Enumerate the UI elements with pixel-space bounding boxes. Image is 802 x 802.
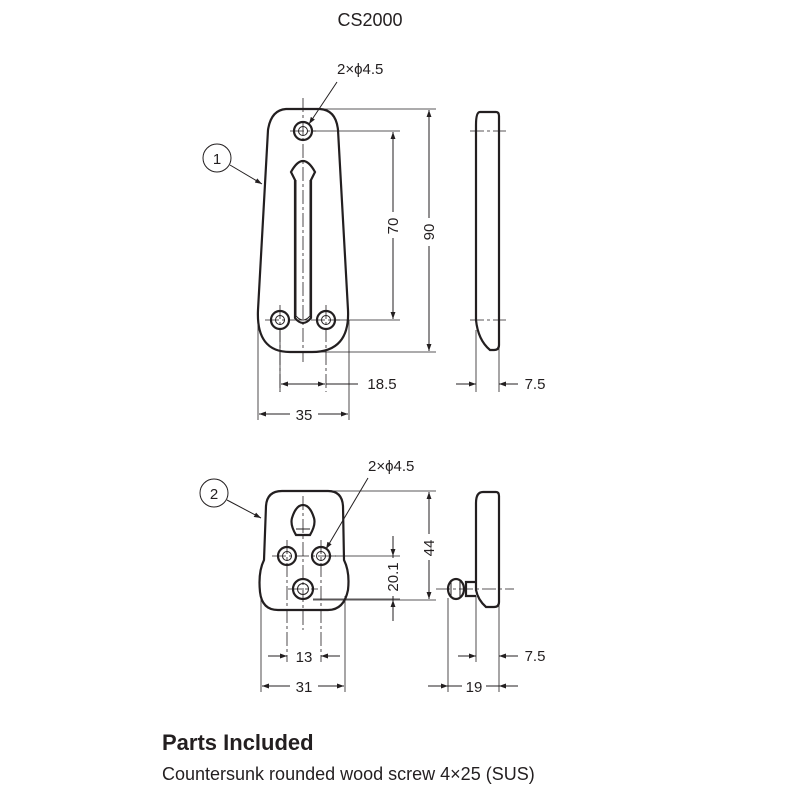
part1-callout-number: 1: [213, 151, 221, 168]
part1-dim-hole-offset: 18.5: [367, 376, 396, 393]
part1-dim-hole-pitch: 70: [385, 218, 402, 235]
part2-dim-hole-spacing: 13: [296, 649, 313, 666]
part2-dim-pin-length: 19: [466, 679, 483, 696]
part2-dim-hole-height: 20.1: [385, 562, 402, 591]
part1-side-view: 7.5: [456, 110, 546, 393]
part2-dim-thickness: 7.5: [525, 648, 546, 665]
part1-hole-note: 2×ϕ4.5: [337, 61, 383, 78]
part2-side-view: 7.5 19: [428, 490, 546, 696]
part2-dim-height: 44: [421, 540, 438, 557]
part2-front-view: 2 2×ϕ4.5 20.1 44 13 31: [199, 458, 439, 696]
part2-dim-width: 31: [296, 679, 313, 696]
parts-included-heading: Parts Included: [162, 730, 314, 755]
part2-hole-note: 2×ϕ4.5: [368, 458, 414, 475]
part1-dim-height: 90: [421, 224, 438, 241]
part1-dim-thickness: 7.5: [525, 376, 546, 393]
part1-front-view: 1 2×ϕ4.5 70 90 18.5 35: [202, 61, 439, 424]
part2-callout-number: 2: [210, 486, 218, 503]
part2-outline: [258, 489, 350, 612]
part1-dim-width: 35: [296, 407, 313, 424]
model-title: CS2000: [337, 10, 402, 30]
parts-included-description: Countersunk rounded wood screw 4×25 (SUS…: [162, 764, 535, 784]
part1-callout-bubble: [202, 143, 232, 173]
part2-callout-bubble: [199, 478, 229, 508]
